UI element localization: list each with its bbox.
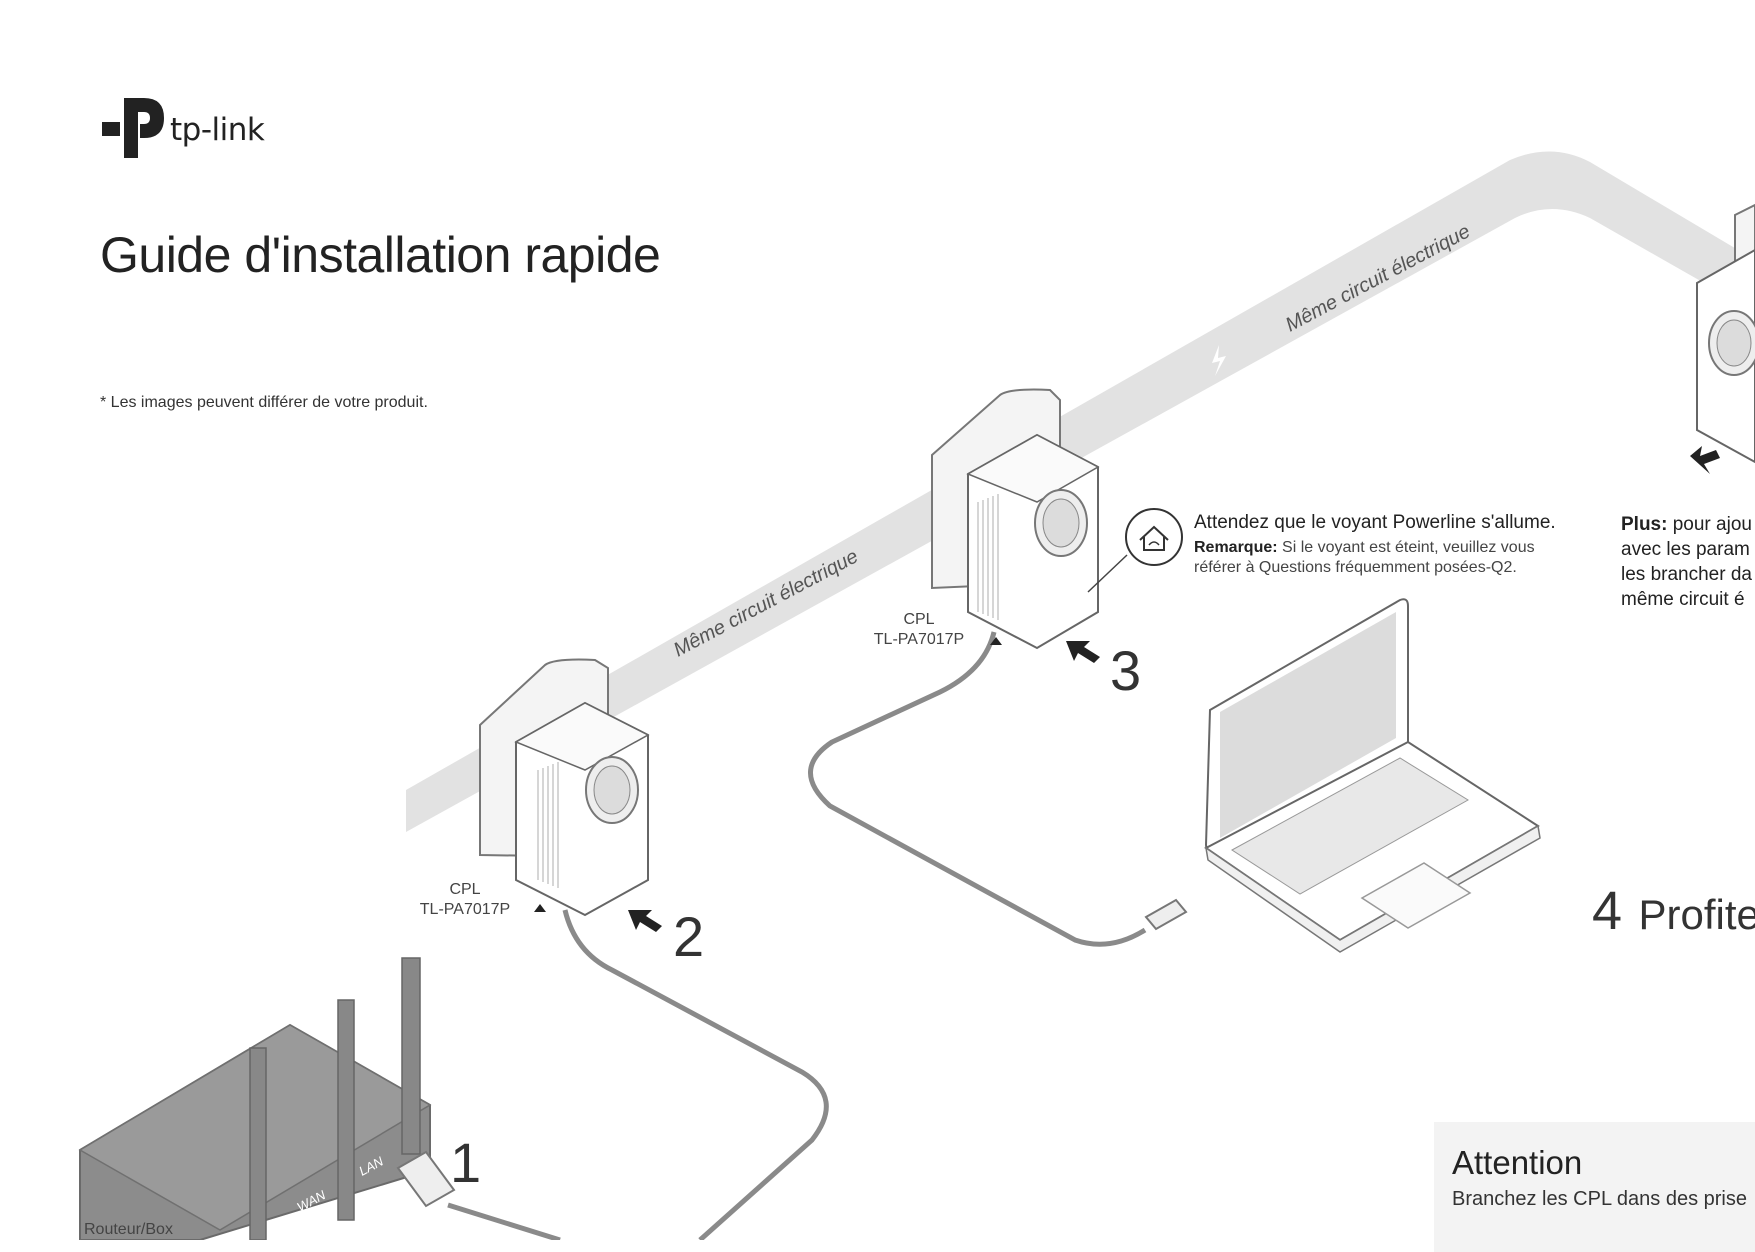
router-label: Routeur/Box <box>84 1220 173 1240</box>
plus-note: Plus: pour ajou avec les param les branc… <box>1621 512 1755 612</box>
adapter-2-model: TL-PA7017P <box>410 900 520 920</box>
laptop <box>1206 599 1540 952</box>
arrow-icon-extra <box>1690 446 1720 474</box>
adapter-3-type: CPL <box>864 610 974 630</box>
page-title: Guide d'installation rapide <box>100 226 660 284</box>
cable-adapter-to-laptop <box>810 632 1145 944</box>
step-number-1: 1 <box>450 1130 481 1195</box>
notice-remark-text: Si le voyant est éteint, veuillez vous <box>1278 539 1535 556</box>
adapter-2-type: CPL <box>410 880 520 900</box>
step-4-text: Profite <box>1639 891 1755 938</box>
adapter-3-label: CPL TL-PA7017P <box>864 610 974 650</box>
powerline-led-icon <box>1126 509 1182 565</box>
logo-brand-text: tp-link <box>170 112 264 148</box>
arrow-icon-step-3 <box>1066 641 1100 663</box>
notice-remark-label: Remarque: <box>1194 539 1278 556</box>
router <box>80 958 454 1240</box>
step-4-heading: 4 Profite <box>1592 880 1755 942</box>
plus-line-2: avec les param <box>1621 537 1755 562</box>
arrow-icon-plug-2 <box>534 904 546 928</box>
circuit-label-lower: Même circuit électrique <box>670 545 862 661</box>
plus-label: Plus: <box>1621 514 1667 535</box>
attention-box: Attention Branchez les CPL dans des pris… <box>1434 1122 1755 1252</box>
notice-main: Attendez que le voyant Powerline s'allum… <box>1194 512 1556 534</box>
image-disclaimer: * Les images peuvent différer de votre p… <box>100 394 428 412</box>
step-number-3: 3 <box>1110 638 1141 703</box>
adapter-3-model: TL-PA7017P <box>864 630 974 650</box>
notice-remark: Remarque: Si le voyant est éteint, veuil… <box>1194 538 1556 558</box>
tp-link-logo-icon <box>100 96 166 160</box>
ethernet-plug-laptop <box>1146 900 1186 929</box>
attention-title: Attention <box>1452 1144 1582 1182</box>
cable-router-lan <box>448 1205 560 1240</box>
notice-remark-line2: référer à Questions fréquemment posées-Q… <box>1194 558 1556 578</box>
step-number-4: 4 <box>1592 881 1622 941</box>
arrow-icon-step-2 <box>628 910 662 932</box>
plus-line-1: pour ajou <box>1667 514 1752 535</box>
powerline-notice: Attendez que le voyant Powerline s'allum… <box>1194 512 1556 578</box>
adapter-2-label: CPL TL-PA7017P <box>410 880 520 920</box>
tp-link-logo: tp-link <box>100 96 166 165</box>
attention-body: Branchez les CPL dans des prise <box>1452 1188 1755 1211</box>
plus-line-3: les brancher da <box>1621 562 1755 587</box>
plus-line-4: même circuit é <box>1621 587 1755 612</box>
step-number-2: 2 <box>673 904 704 969</box>
